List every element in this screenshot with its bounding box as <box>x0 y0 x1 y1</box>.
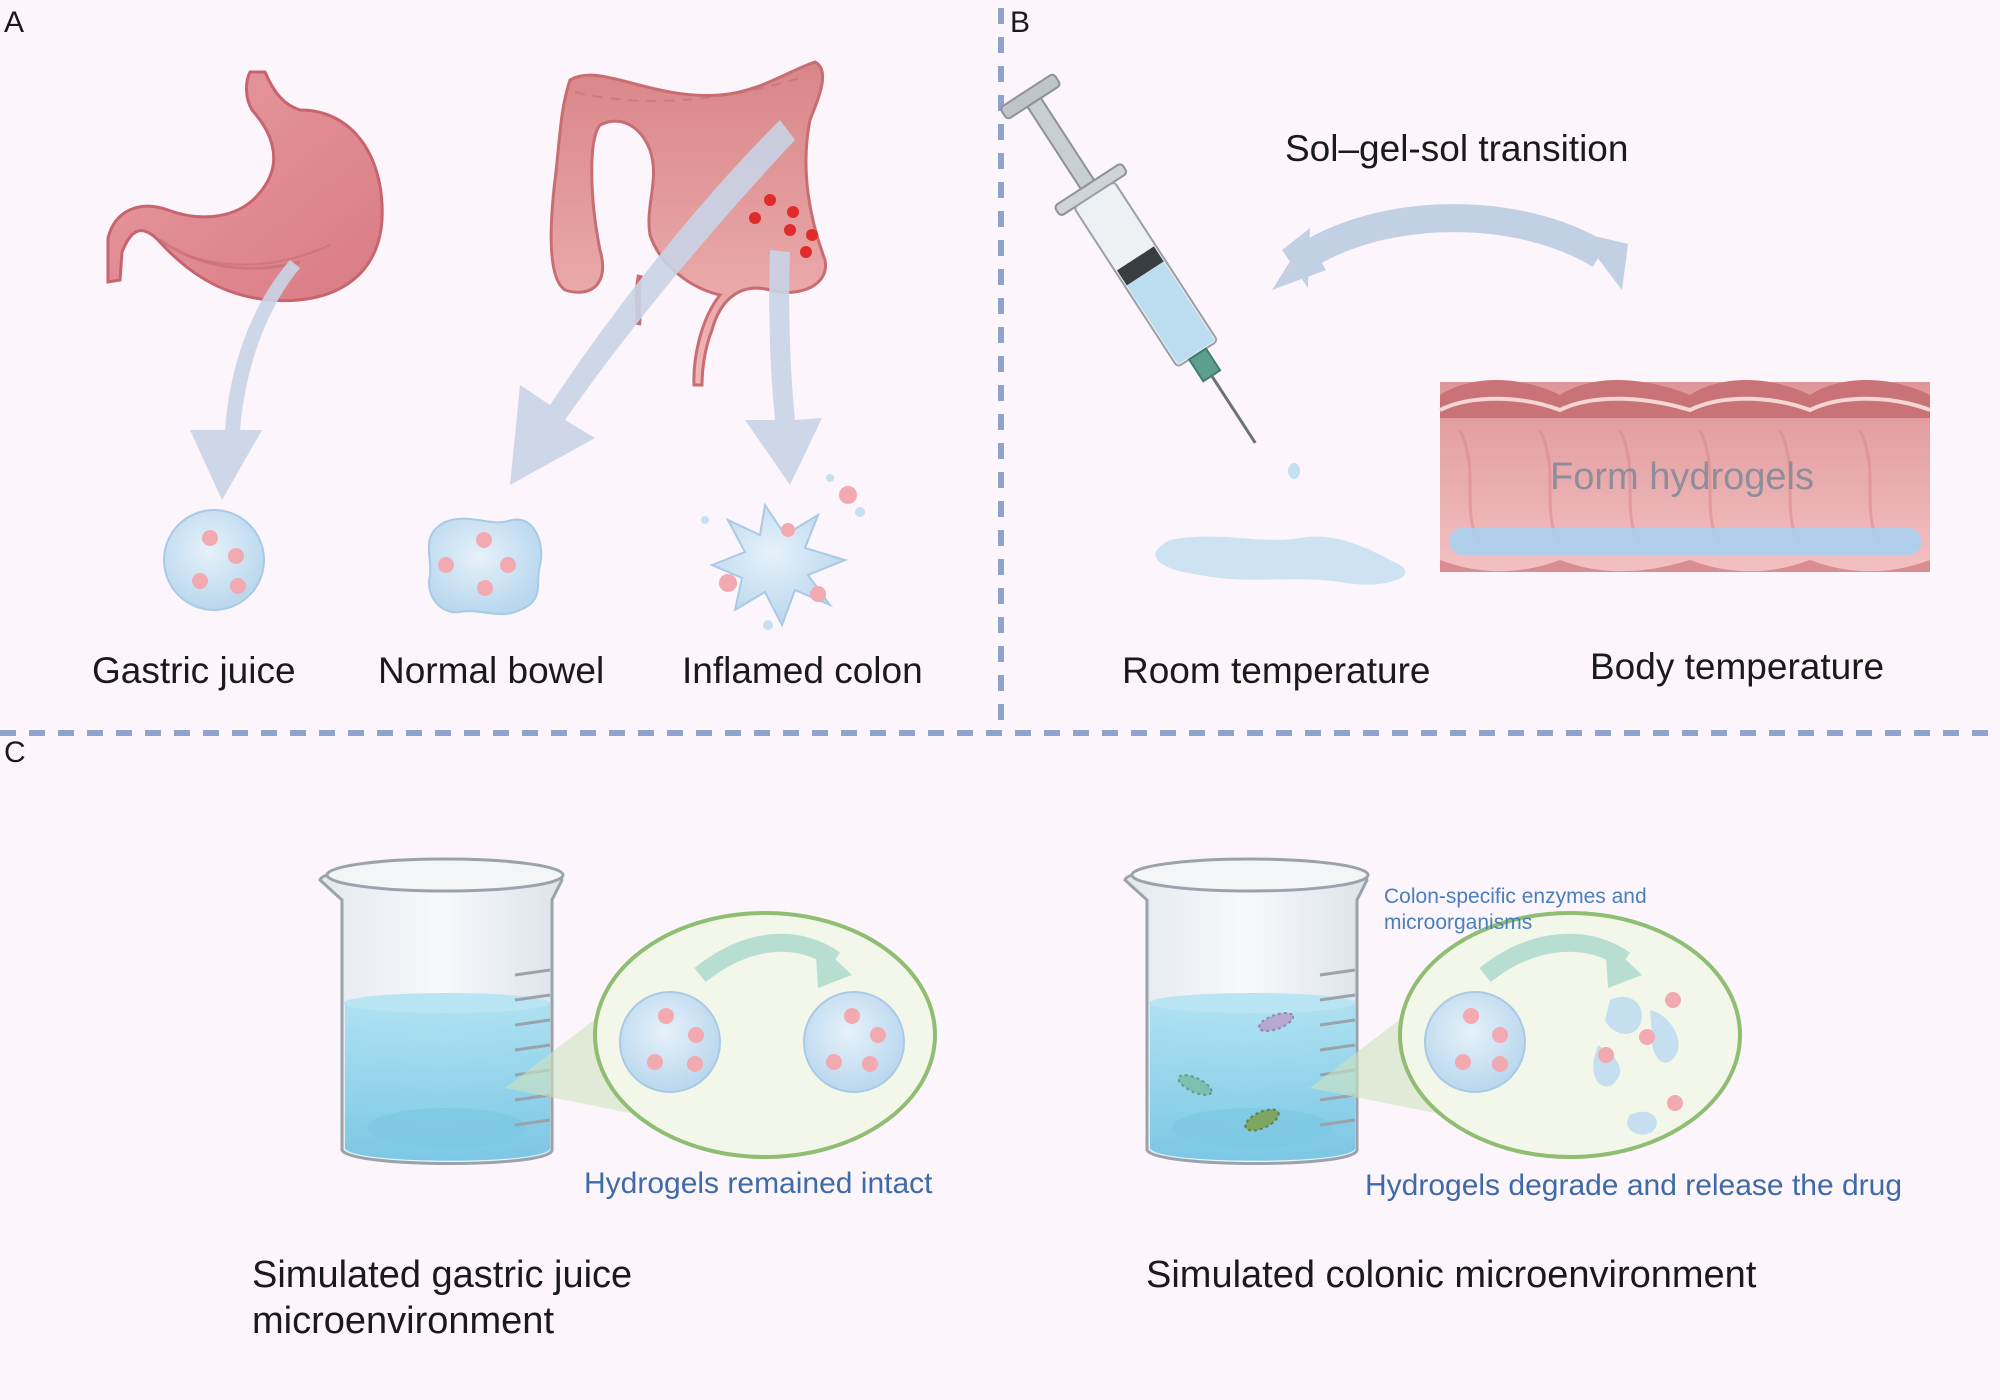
beaker-icon <box>318 857 565 1165</box>
degrade-note: Hydrogels degrade and release the drug <box>1365 1169 1903 1202</box>
inflammation-spot <box>800 246 812 258</box>
normal-bowel-label: Normal bowel <box>378 650 605 691</box>
intact-note: Hydrogels remained intact <box>584 1167 933 1200</box>
bacteria-icon <box>1177 1011 1295 1132</box>
zoom-circle <box>1398 911 1742 1159</box>
inflammation-spot <box>749 212 761 224</box>
zoom-circle <box>593 911 937 1159</box>
body-temperature-label: Body temperature <box>1590 646 1885 687</box>
syringe-icon <box>1000 73 1300 479</box>
degraded-hydrogel <box>701 474 865 630</box>
intact-hydrogel <box>163 509 265 611</box>
swollen-hydrogel <box>427 517 543 616</box>
beaker-icon <box>1123 857 1370 1165</box>
inflamed-colon-label: Inflamed colon <box>682 650 923 691</box>
enzymes-note: Colon-specific enzymes and microorganism… <box>1384 885 1647 934</box>
colonic-environment-caption: Simulated colonic microenvironment <box>1146 1254 1757 1296</box>
panel-b-letter: B <box>1010 6 1031 39</box>
transition-label: Sol–gel-sol transition <box>1285 128 1629 169</box>
inflammation-spot <box>764 194 776 206</box>
room-temperature-label: Room temperature <box>1122 650 1431 691</box>
panel-c-letter: C <box>4 736 26 769</box>
gastric-environment-caption: Simulated gastric juice microenvironment <box>252 1254 633 1342</box>
form-hydrogels-label: Form hydrogels <box>1550 456 1814 498</box>
gastric-juice-label: Gastric juice <box>92 650 296 691</box>
inflammation-spot <box>787 206 799 218</box>
panel-a-letter: A <box>4 6 25 39</box>
inflammation-spot <box>806 229 818 241</box>
double-arrow-icon <box>1272 204 1628 290</box>
sol-puddle <box>1155 536 1406 585</box>
intestine-wall-icon <box>1439 380 1931 572</box>
inflammation-spot <box>784 224 796 236</box>
arrow-icon <box>190 120 822 500</box>
stomach-icon <box>106 70 384 303</box>
